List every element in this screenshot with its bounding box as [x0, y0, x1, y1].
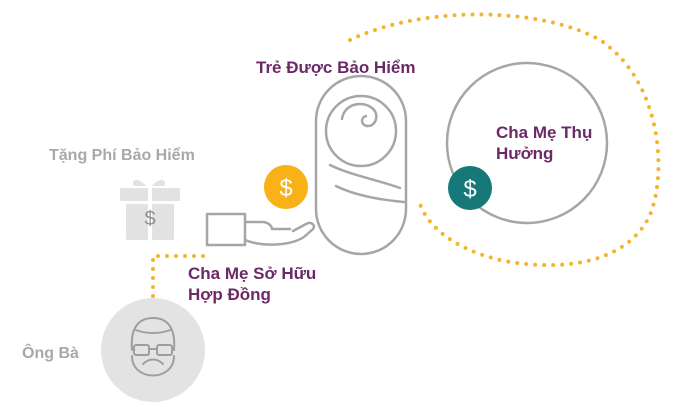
dotted-connector-grandparents: [151, 254, 210, 307]
label-insured-child: Trẻ Được Bảo Hiểm: [256, 58, 416, 77]
label-beneficiary-text: Cha Mẹ Thụ Hưởng: [496, 123, 593, 163]
grandparent-face-icon: [130, 317, 176, 377]
teal-coin-symbol: $: [463, 176, 476, 203]
beneficiary-circle: [445, 61, 609, 225]
label-beneficiary-parents: Cha Mẹ Thụ Hưởng: [496, 122, 626, 164]
label-grandparents: Ông Bà: [22, 345, 79, 362]
gift-box-icon: [120, 179, 180, 240]
open-hand-icon: [205, 212, 316, 247]
swaddled-baby-icon: [314, 74, 408, 256]
teal-coin: [448, 166, 492, 210]
dotted-connector-beneficiary: [348, 12, 661, 268]
label-policy-owner: Cha Mẹ Sở Hữu Hợp Đồng: [188, 263, 316, 305]
label-gift-premium: Tặng Phí Bảo Hiểm: [49, 147, 195, 164]
gold-coin: [264, 165, 308, 209]
gift-box-dollar: $: [144, 208, 155, 230]
gold-coin-symbol: $: [279, 175, 292, 202]
label-policy-owner-line2: Hợp Đồng: [188, 285, 271, 304]
label-policy-owner-line1: Cha Mẹ Sở Hữu: [188, 264, 317, 283]
